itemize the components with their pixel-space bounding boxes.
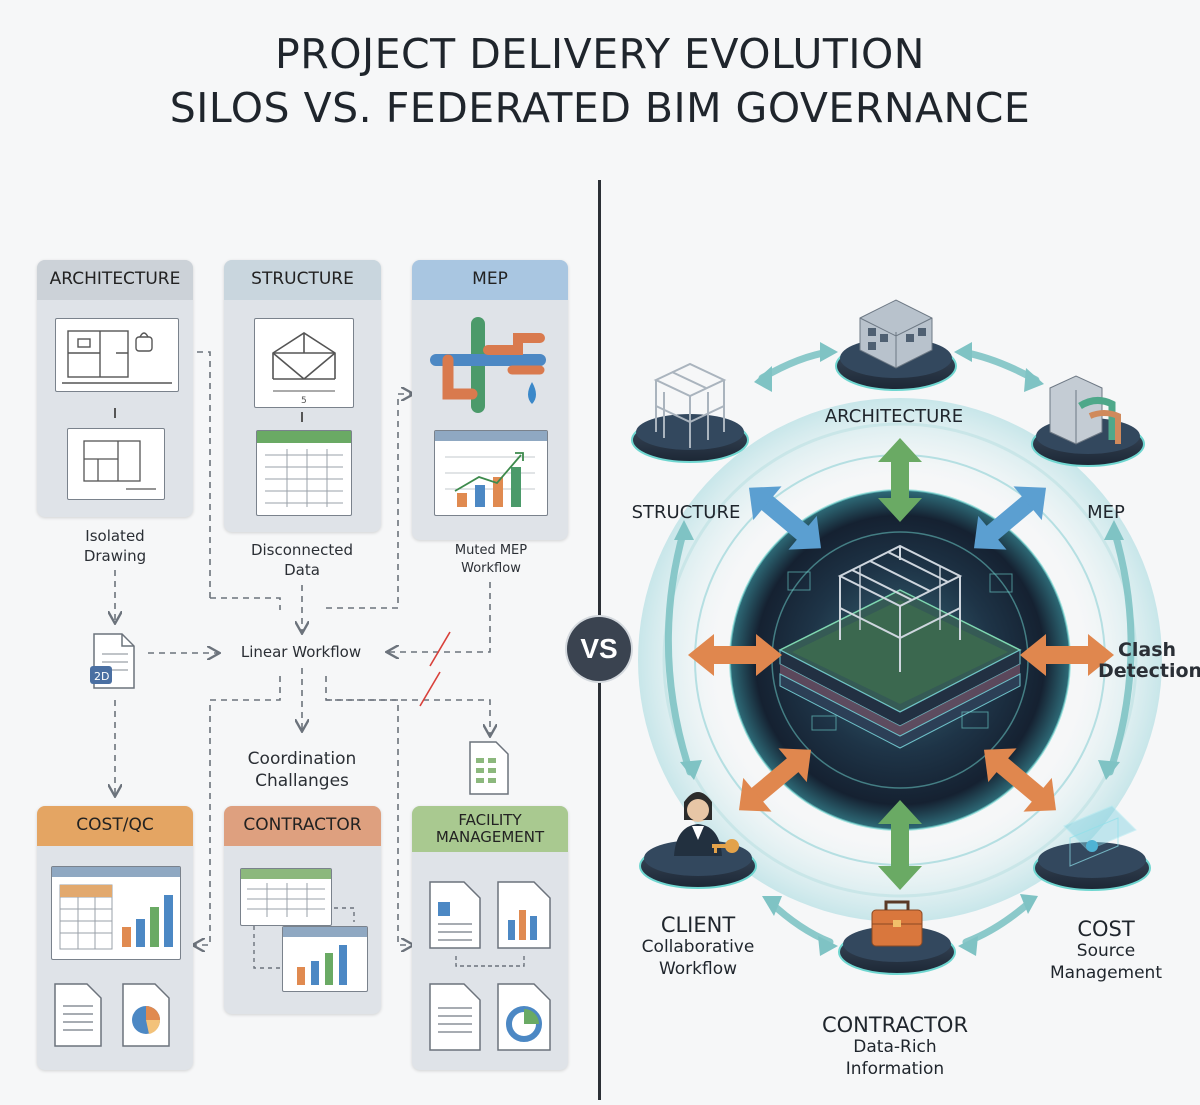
mep-panel-title: MEP xyxy=(412,260,568,300)
divider-tick xyxy=(114,408,116,418)
client-sub-line-1: Collaborative xyxy=(641,937,755,957)
client-node xyxy=(639,792,757,889)
floor-plan-sheet-icon xyxy=(67,428,165,500)
contractor-panel: CONTRACTOR xyxy=(224,806,381,1014)
linear-to-fm-connector xyxy=(325,676,490,735)
clash-label-line-1: Clash xyxy=(1117,639,1177,661)
contractor-panel-title: CONTRACTOR xyxy=(224,806,381,846)
2d-document-icon: 2D xyxy=(90,632,136,690)
isolated-caption-line-1: Isolated xyxy=(85,527,145,545)
mep-panel: MEP xyxy=(412,260,568,540)
structure-node-label: STRUCTURE xyxy=(631,502,741,523)
architecture-panel: ARCHITECTURE xyxy=(37,260,193,517)
muted-caption-line-1: Muted MEP xyxy=(454,543,528,558)
client-link-arrow xyxy=(738,748,812,812)
cost-text-document-icon xyxy=(53,982,103,1048)
linear-to-mep-connector xyxy=(326,394,412,609)
contractor-sub-line-2: Information xyxy=(845,1059,945,1079)
mep-to-linear-connector xyxy=(388,582,491,652)
vs-badge: VS xyxy=(567,617,631,681)
coordination-caption-line-1: Coordination xyxy=(247,749,357,769)
key-icon xyxy=(712,839,739,853)
linear-workflow-label: Linear Workflow xyxy=(240,643,362,661)
linear-to-cost-connector xyxy=(194,676,281,945)
clash-label-line-2: Detection xyxy=(1098,660,1200,682)
contractor-link-arrow xyxy=(878,800,922,890)
silo-connectors xyxy=(0,0,598,1105)
disconnected-caption-line-1: Disconnected xyxy=(250,541,354,559)
mep-link-arrow xyxy=(973,486,1047,550)
client-sub-line-2: Workflow xyxy=(658,959,738,979)
contractor-flow-arrows xyxy=(253,907,355,969)
hub-data-overlays xyxy=(787,571,1013,731)
cost-node-label: COST xyxy=(1077,917,1135,941)
cost-spreadsheet-chart-icon xyxy=(51,866,181,960)
linear-to-fm-connector-2 xyxy=(326,699,412,945)
architecture-panel-title: ARCHITECTURE xyxy=(37,260,193,300)
office-building-icon xyxy=(859,299,933,369)
muted-caption-line-2: Workflow xyxy=(461,561,521,576)
pipes-icon xyxy=(430,317,546,413)
spreadsheet-icon xyxy=(256,430,352,516)
contractor-node xyxy=(838,900,956,975)
structure-panel-title: STRUCTURE xyxy=(224,260,381,300)
cost-node xyxy=(1033,805,1151,891)
facility-title-line-1: FACILITY xyxy=(458,810,522,829)
report-document-icon xyxy=(468,740,510,796)
disconnected-caption-line-2: Data xyxy=(284,561,320,579)
cost-link-arrow xyxy=(983,748,1057,812)
broken-link-icon xyxy=(419,631,451,707)
left-link-arrow xyxy=(688,634,782,676)
architecture-node xyxy=(835,299,957,391)
client-person-icon xyxy=(674,792,722,856)
structure-link-arrow xyxy=(748,486,822,550)
truss-drawing-icon: 5 xyxy=(254,318,354,408)
contractor-sub-line-1: Data-Rich xyxy=(853,1037,937,1057)
fm-link-bracket xyxy=(455,956,525,967)
architecture-node-label: ARCHITECTURE xyxy=(824,406,964,427)
steel-frame-icon xyxy=(653,362,727,448)
contractor-node-label: CONTRACTOR xyxy=(821,1013,969,1037)
mep-node xyxy=(1031,375,1145,467)
facility-title-line-2: MANAGEMENT xyxy=(435,828,545,846)
bar-chart-icon xyxy=(434,430,548,516)
structure-node xyxy=(631,362,749,463)
cost-hologram-icon xyxy=(1063,805,1137,867)
cost-qc-panel: COST/QC xyxy=(37,806,193,1070)
fm-chart-document-icon xyxy=(496,880,552,950)
pie-chart-document-icon xyxy=(121,982,171,1048)
mechanical-equipment-icon xyxy=(1049,375,1121,445)
title-line-2: SILOS VS. FEDERATED BIM GOVERNANCE xyxy=(169,84,1031,132)
contractor-chart-icon xyxy=(282,926,368,992)
facility-management-panel: FACILITY MANAGEMENT xyxy=(412,806,568,1070)
fm-report-document-icon xyxy=(428,880,482,950)
client-node-label: CLIENT xyxy=(660,913,736,937)
cost-sub-line-2: Management xyxy=(1050,963,1162,983)
title-line-1: PROJECT DELIVERY EVOLUTION xyxy=(275,30,925,78)
structure-panel: STRUCTURE 5 xyxy=(224,260,381,532)
isolated-caption-line-2: Drawing xyxy=(83,547,147,565)
briefcase-icon xyxy=(871,900,923,947)
divider-tick xyxy=(301,412,303,422)
building-frame-icon xyxy=(837,544,963,672)
cost-sub-line-1: Source xyxy=(1076,941,1136,961)
contractor-schedule-icon xyxy=(240,868,332,926)
cost-qc-panel-title: COST/QC xyxy=(37,806,193,846)
coordination-caption-line-2: Challanges xyxy=(255,771,349,791)
mep-node-label: MEP xyxy=(1087,502,1125,523)
truss-dimension-label: 5 xyxy=(301,396,307,406)
clash-detection-link-arrow xyxy=(1020,634,1114,676)
fm-text-document-icon xyxy=(428,982,482,1052)
floor-plan-drawing-icon xyxy=(55,318,179,392)
2d-badge-label: 2D xyxy=(94,670,109,683)
fm-pie-document-icon xyxy=(496,982,552,1052)
facility-management-panel-title: FACILITY MANAGEMENT xyxy=(412,806,568,852)
architecture-link-arrow xyxy=(878,438,922,522)
